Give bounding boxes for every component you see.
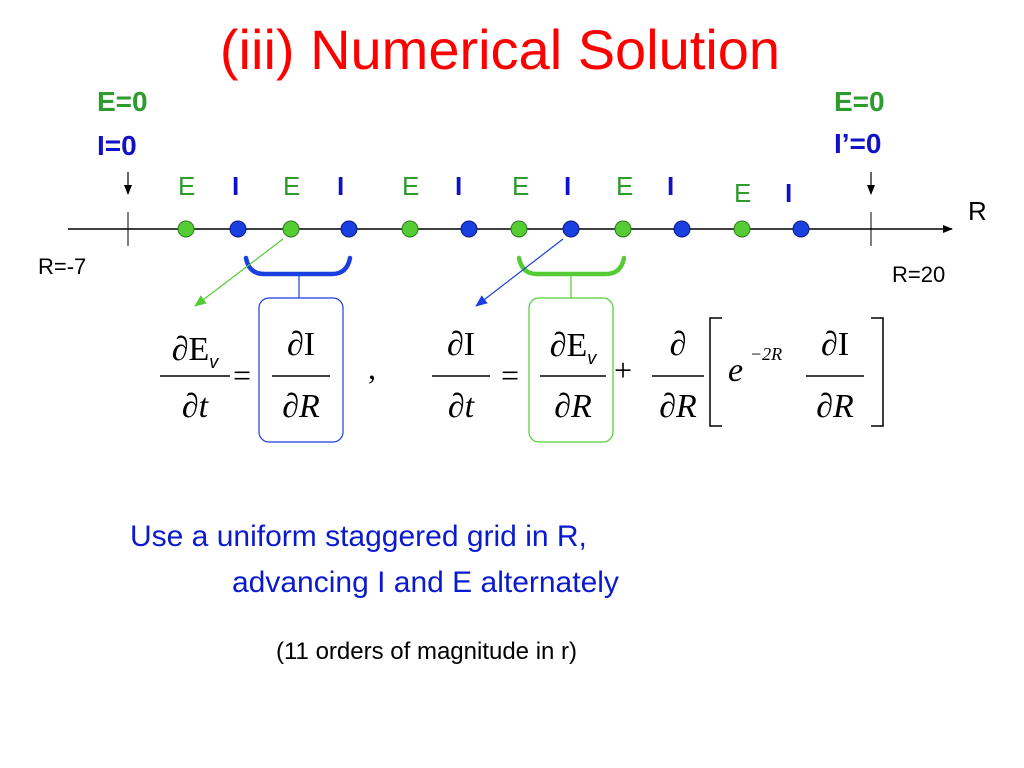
right-bound-label: R=20 bbox=[892, 262, 946, 287]
i-point bbox=[792, 220, 810, 238]
eq2-t2-denominator: ∂R bbox=[659, 388, 697, 425]
i-point bbox=[562, 220, 580, 238]
eq1-rhs-numerator: ∂I bbox=[286, 326, 316, 363]
eq2-exponent: −2R bbox=[750, 344, 783, 364]
grid-label-i: I bbox=[232, 171, 240, 201]
e-point bbox=[177, 220, 195, 238]
left-bound-label: R=-7 bbox=[38, 254, 87, 279]
eq2-equals: = bbox=[501, 357, 519, 393]
eq2-t2-numerator: ∂ bbox=[669, 326, 687, 363]
green-highlight-box bbox=[528, 297, 614, 443]
eq2-exp-base: e bbox=[728, 352, 744, 389]
eq2-lhs-denominator: ∂t bbox=[447, 388, 475, 425]
note-line-2: advancing I and E alternately bbox=[232, 566, 619, 599]
green-bracket bbox=[516, 255, 627, 277]
grid-label-i: I bbox=[337, 171, 345, 201]
e-point bbox=[614, 220, 632, 238]
i-point bbox=[229, 220, 247, 238]
e-point bbox=[401, 220, 419, 238]
grid-label-i: I bbox=[564, 171, 572, 201]
right-bc-i: I’=0 bbox=[834, 128, 882, 159]
eq2-lhs-numerator: ∂I bbox=[446, 326, 476, 363]
blue-highlight-box bbox=[258, 297, 344, 443]
grid-label-i: I bbox=[785, 178, 793, 208]
left-bc-i: I=0 bbox=[97, 130, 137, 161]
note-line-1: Use a uniform staggered grid in R, bbox=[130, 520, 587, 553]
note-parenthetical: (11 orders of magnitude in r) bbox=[276, 638, 578, 665]
eq1-rhs-denominator: ∂R bbox=[282, 388, 320, 425]
green-pointer-arrow bbox=[194, 238, 284, 307]
equation-separator: , bbox=[368, 350, 376, 386]
right-square-bracket bbox=[871, 317, 884, 427]
e-point bbox=[733, 220, 751, 238]
slide-title: (iii) Numerical Solution bbox=[219, 18, 781, 81]
e-point bbox=[510, 220, 528, 238]
blue-bracket bbox=[243, 255, 353, 277]
blue-pointer-arrow bbox=[475, 238, 564, 307]
eq1-lhs-denominator: ∂t bbox=[181, 388, 209, 425]
axis-label: R bbox=[968, 196, 987, 226]
grid-label-e: E bbox=[178, 171, 196, 201]
i-point bbox=[673, 220, 691, 238]
eq2-plus: + bbox=[614, 352, 633, 388]
i-point bbox=[460, 220, 478, 238]
left-bc-e: E=0 bbox=[97, 86, 148, 117]
grid-points bbox=[177, 220, 810, 238]
grid-label-e: E bbox=[512, 171, 530, 201]
grid-label-e: E bbox=[616, 171, 634, 201]
i-point bbox=[340, 220, 358, 238]
eq2-t1-denominator: ∂R bbox=[554, 388, 592, 425]
grid-label-i: I bbox=[667, 171, 675, 201]
e-point bbox=[282, 220, 300, 238]
eq2-t3-numerator: ∂I bbox=[820, 326, 850, 363]
right-bc-e: E=0 bbox=[834, 86, 885, 117]
grid-label-e: E bbox=[402, 171, 420, 201]
left-square-bracket bbox=[709, 317, 722, 427]
eq1-equals: = bbox=[233, 357, 251, 393]
eq2-t3-denominator: ∂R bbox=[816, 388, 854, 425]
eq2-t1-numerator: ∂Ev bbox=[549, 327, 597, 368]
grid-label-e: E bbox=[283, 171, 301, 201]
grid-label-e: E bbox=[734, 178, 752, 208]
grid-label-i: I bbox=[455, 171, 463, 201]
eq1-lhs-numerator: ∂Ev bbox=[171, 331, 219, 372]
